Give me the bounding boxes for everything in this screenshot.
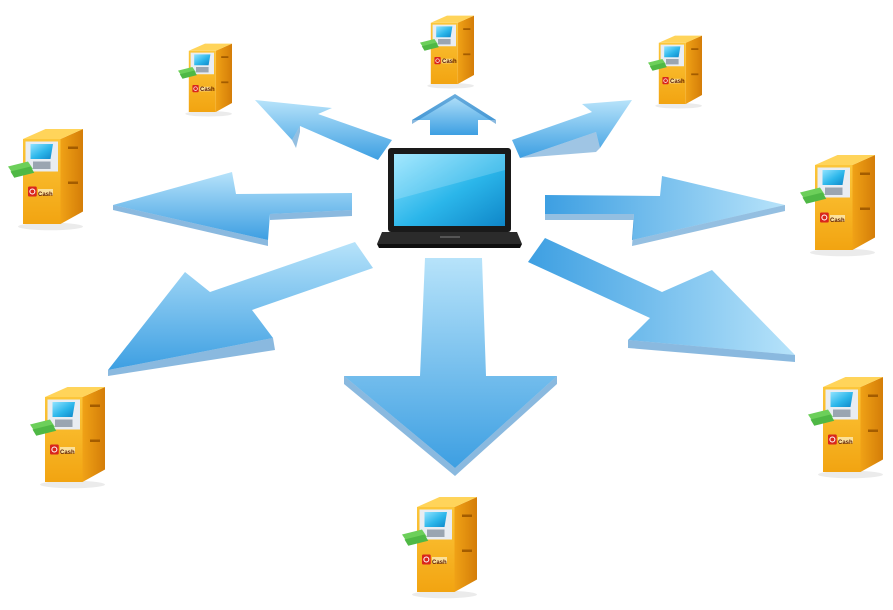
atm-icon [7,128,84,231]
laptop-icon [377,148,522,248]
atm-icon [799,154,876,257]
atm-label: Cash [60,450,75,456]
atm-icon [647,35,703,109]
arrow-down-right [528,238,795,362]
atm-label: Cash [38,192,53,198]
atm-icon [807,376,884,479]
atm-label: Cash [442,59,457,65]
atm-label: Cash [432,560,447,566]
atm-label: Cash [670,79,685,85]
arrow-left [113,172,352,246]
atm-labels: Cash Cash Cash Cash Cash Cash Cash Cash [38,59,853,566]
atm-icon [177,43,233,117]
arrow-down-left [108,242,373,376]
arrow-up-left [255,100,392,160]
arrow-down [344,258,557,476]
arrow-up-right [512,100,632,158]
atm-icon [419,15,475,89]
arrow-right [545,176,785,246]
arrow-up [412,94,496,135]
atm-label: Cash [838,440,853,446]
atm-label: Cash [200,87,215,93]
atm-icon [401,496,478,599]
atm-label: Cash [830,218,845,224]
atm-icon [29,386,106,489]
